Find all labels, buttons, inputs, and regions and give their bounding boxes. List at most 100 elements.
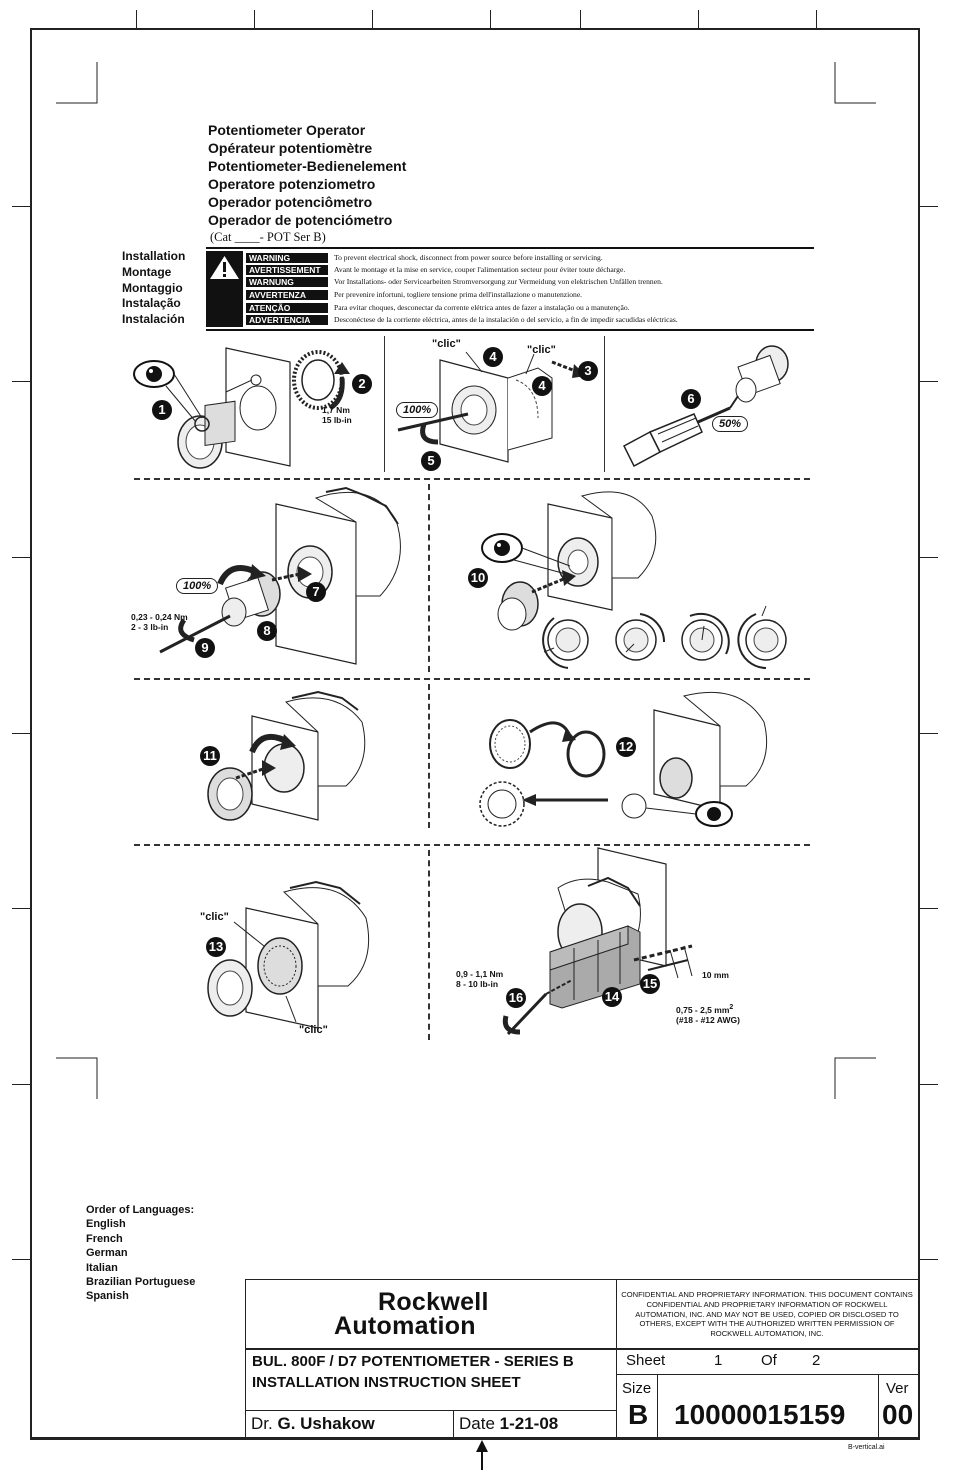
size-label: Size <box>622 1380 652 1397</box>
company-logo: Rockwell Automation <box>334 1288 524 1340</box>
of-label: Of <box>761 1352 777 1369</box>
left-tick <box>12 1259 30 1260</box>
tb-line <box>657 1374 658 1440</box>
installation-label: Instalação <box>122 296 181 311</box>
left-tick <box>12 557 30 558</box>
row1-divider <box>384 336 385 472</box>
installation-labels: Installation Montage Montaggio Instalaçã… <box>122 249 185 328</box>
right-tick <box>920 733 938 734</box>
top-tick <box>698 10 699 28</box>
left-tick <box>12 908 30 909</box>
wire-size-metric: 0,75 - 2,5 mm2 <box>676 1003 740 1015</box>
dial-1 <box>542 617 589 669</box>
step-8-badge: 8 <box>257 621 277 641</box>
right-tick <box>920 381 938 382</box>
drafter-label: Dr. <box>251 1414 273 1433</box>
step-1-badge: 1 <box>152 400 172 420</box>
step10-illustration <box>481 491 657 631</box>
tb-line <box>878 1374 879 1440</box>
step7-9-illustration <box>159 486 401 665</box>
tb-line <box>453 1410 454 1440</box>
document-title-1: BUL. 800F / D7 POTENTIOMETER - SERIES B <box>252 1353 574 1370</box>
logo-line1: Rockwell <box>378 1288 489 1316</box>
tb-line <box>616 1374 920 1375</box>
logo-line2: Automation <box>334 1312 476 1340</box>
torque-label-step16: 0,9 - 1,1 Nm 8 - 10 lb-in <box>456 969 503 989</box>
wire-size-sup: 2 <box>729 1004 734 1011</box>
rotation-dials <box>542 605 787 669</box>
top-tick <box>136 10 137 28</box>
clic-label: "clic" <box>527 344 556 356</box>
warning-label: ATENÇÃO <box>246 303 328 313</box>
step13-illustration <box>207 880 370 1029</box>
date-value: 1-21-08 <box>499 1414 559 1433</box>
language-item: Spanish <box>86 1290 129 1303</box>
step-3-badge: 3 <box>578 361 598 381</box>
clic-label: "clic" <box>299 1024 328 1036</box>
step-6-badge: 6 <box>681 389 701 409</box>
warning-rule-bottom <box>206 329 814 331</box>
installation-label: Installation <box>122 249 186 263</box>
title-en: Potentiometer Operator <box>208 122 366 138</box>
left-tick <box>12 733 30 734</box>
title-pt: Operador potenciômetro <box>208 194 373 210</box>
warning-text: To prevent electrical shock, disconnect … <box>334 253 603 262</box>
step-13-badge: 13 <box>206 937 226 957</box>
torque-value: 8 - 10 lb-in <box>456 979 499 989</box>
step-11-badge: 11 <box>200 746 220 766</box>
clic-label: "clic" <box>432 338 461 350</box>
torque-value: 15 lb-in <box>322 415 352 425</box>
warning-label: AVVERTENZA <box>246 290 328 300</box>
right-tick <box>920 1259 938 1260</box>
page-frame <box>30 28 920 1440</box>
installation-label: Montage <box>122 264 172 279</box>
percent-label: 100% <box>176 578 219 594</box>
language-item: German <box>86 1247 128 1260</box>
date-label: Date <box>459 1414 495 1433</box>
step-9-badge: 9 <box>195 638 215 658</box>
title-es: Operador de potenciómetro <box>208 212 393 228</box>
column-separator <box>428 484 430 672</box>
file-name: B-vertical.ai <box>848 1444 885 1451</box>
row-separator <box>134 844 810 846</box>
warning-text: Avant le montage et la mise en service, … <box>334 265 626 274</box>
step-2-badge: 2 <box>352 374 372 394</box>
dial-3 <box>681 612 730 661</box>
warning-label: AVERTISSEMENT <box>246 265 328 275</box>
torque-value: 0,9 - 1,1 Nm <box>456 969 504 979</box>
wire-size-value: 0,75 - 2,5 mm <box>676 1004 730 1015</box>
sheet-label: Sheet <box>626 1352 666 1369</box>
left-tick <box>12 381 30 382</box>
warning-label: ADVERTENCIA <box>246 315 328 325</box>
ver-value: 00 <box>882 1399 914 1430</box>
center-arrow-icon <box>476 1440 488 1470</box>
drafter-name: G. Ushakow <box>277 1414 375 1433</box>
step-7-badge: 7 <box>306 582 326 602</box>
tb-line <box>616 1279 617 1440</box>
language-item: Brazilian Portuguese <box>86 1276 196 1289</box>
top-tick <box>816 10 817 28</box>
warning-label: WARNUNG <box>246 277 328 287</box>
language-item: French <box>86 1232 123 1245</box>
torque-label-step8: 0,23 - 0,24 Nm 2 - 3 lb-in <box>131 612 188 632</box>
size-value: B <box>628 1399 649 1430</box>
step-16-badge: 16 <box>506 988 526 1008</box>
wire-size-awg: (#18 - #12 AWG) <box>676 1014 740 1025</box>
right-tick <box>920 1084 938 1085</box>
warning-text: Per prevenire infortuni, togliere tensio… <box>334 290 583 299</box>
step-10-badge: 10 <box>468 568 488 588</box>
step-4-badge: 4 <box>483 347 503 367</box>
warning-rule-top <box>206 247 814 249</box>
warning-text: Vor Installations- oder Servicearbeiten … <box>334 277 663 286</box>
right-tick <box>920 557 938 558</box>
torque-value: 0,23 - 0,24 Nm <box>131 612 188 622</box>
tb-line <box>245 1348 920 1350</box>
document-title-2: INSTALLATION INSTRUCTION SHEET <box>252 1374 521 1391</box>
step-5-badge: 5 <box>421 451 441 471</box>
top-tick <box>490 10 491 28</box>
installation-label: Instalación <box>122 312 185 327</box>
warning-text: Desconéctese de la corriente eléctrica, … <box>334 315 678 324</box>
torque-value: 2 - 3 lb-in <box>131 622 169 632</box>
step-12-badge: 12 <box>616 737 636 757</box>
language-order: Order of Languages: English French Germa… <box>86 1203 195 1304</box>
